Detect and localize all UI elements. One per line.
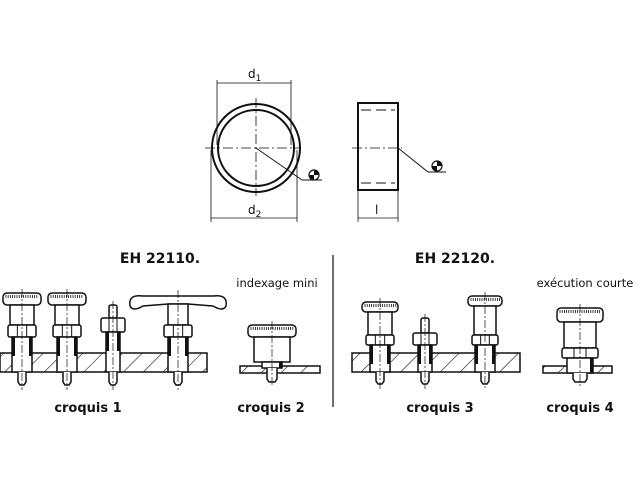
note-indexage-mini: indexage mini — [236, 276, 317, 290]
thread-shade — [29, 337, 32, 356]
caption-croquis-1: croquis 1 — [54, 401, 121, 416]
pin-croquis3-a — [361, 298, 399, 389]
plates — [0, 352, 613, 374]
pin-croquis1-a — [2, 289, 42, 390]
surface-symbol-icon — [431, 160, 443, 172]
thread-shade — [590, 358, 593, 373]
thread-shade — [106, 332, 109, 351]
dimension-l-label: l — [375, 203, 378, 217]
thread-shade — [429, 345, 432, 364]
caption-croquis-2: croquis 2 — [237, 401, 304, 416]
dimension-d2-label: d2 — [248, 203, 261, 220]
dimension-d1-label: d1 — [248, 67, 261, 84]
caption-croquis-4: croquis 4 — [546, 401, 613, 416]
thread-shade — [475, 345, 478, 364]
thread-shade — [74, 337, 77, 356]
pin-croquis2 — [247, 321, 297, 387]
section-2-title: EH 22120. — [415, 251, 495, 267]
thread-shade — [185, 337, 188, 356]
t-handle — [129, 294, 227, 310]
section-1-title: EH 22110. — [120, 251, 200, 267]
thread-shade — [12, 337, 15, 356]
pin-croquis1-c — [100, 301, 126, 390]
pin-croquis4 — [556, 304, 604, 387]
pin-croquis1-b — [47, 289, 87, 390]
thread-shade — [168, 337, 171, 356]
pin-croquis1-t-handle — [129, 290, 227, 390]
surface-symbol-icon — [308, 169, 320, 181]
ring-side-view — [352, 102, 446, 222]
note-execution-courte: exécution courte — [537, 276, 634, 290]
thread-shade — [492, 345, 495, 364]
thread-shade — [370, 345, 373, 364]
thread-shade — [57, 337, 60, 356]
pins — [2, 289, 604, 390]
thread-shade — [117, 332, 120, 351]
thread-shade — [387, 345, 390, 364]
pin-croquis3-c — [467, 292, 503, 389]
thread-shade — [279, 362, 282, 368]
thread-shade — [418, 345, 421, 364]
caption-croquis-3: croquis 3 — [406, 401, 473, 416]
hatched-plate — [0, 352, 208, 373]
pin-croquis3-b — [412, 314, 438, 389]
ring-front-view — [205, 80, 322, 222]
